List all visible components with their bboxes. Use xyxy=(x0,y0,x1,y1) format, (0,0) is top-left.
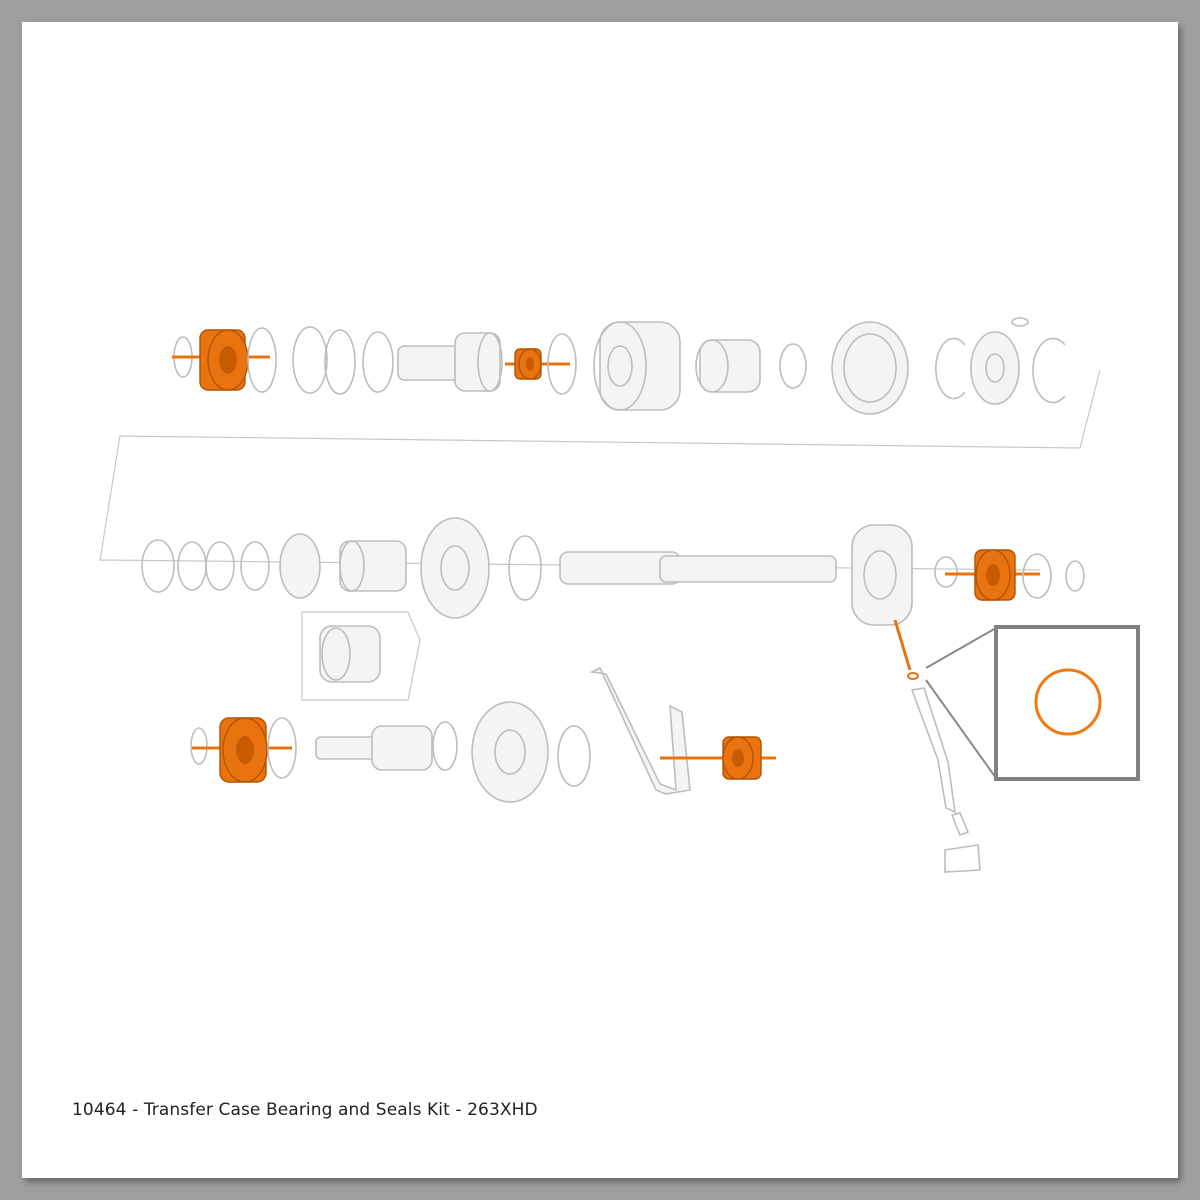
snap-ring xyxy=(190,727,208,765)
product-caption: 10464 - Transfer Case Bearing and Seals … xyxy=(72,1100,538,1120)
highlighted-bearing-5 xyxy=(722,736,762,780)
input-shaft xyxy=(397,332,503,392)
drive-chain xyxy=(589,666,691,795)
washer xyxy=(934,556,958,588)
clutch-sleeve xyxy=(339,540,407,592)
driven-sprocket xyxy=(471,701,549,803)
range-hub xyxy=(970,331,1020,405)
product-card: 10464 - Transfer Case Bearing and Seals … xyxy=(22,22,1178,1178)
highlighted-o-ring xyxy=(907,672,919,680)
seal-ring xyxy=(247,327,277,393)
highlighted-bearing-2 xyxy=(514,348,542,380)
main-shaft xyxy=(559,551,837,585)
o-ring-detail-inset xyxy=(925,625,1140,781)
drive-sprocket xyxy=(420,517,490,619)
sun-gear xyxy=(695,339,761,393)
snap-ring xyxy=(1032,337,1066,404)
snap-ring xyxy=(1022,553,1052,599)
thrust-ring xyxy=(779,343,807,389)
lock-nut xyxy=(279,533,321,599)
bearing-cup xyxy=(177,541,207,591)
highlighted-bearing-3 xyxy=(974,549,1016,601)
row-3-parts xyxy=(190,666,776,803)
spacer xyxy=(205,541,235,591)
snap-ring xyxy=(557,725,591,787)
highlighted-bearing-4 xyxy=(219,717,268,783)
spacer xyxy=(324,329,356,395)
seal-ring xyxy=(267,717,297,779)
assembly-guide-line xyxy=(99,369,1101,571)
oil-pickup-tube xyxy=(893,619,981,873)
row-1-parts xyxy=(172,317,1066,415)
retaining-ring xyxy=(240,541,270,591)
highlighted-o-ring xyxy=(1034,668,1102,736)
exploded-parts-diagram xyxy=(99,317,1140,873)
front-output-shaft xyxy=(315,721,458,771)
seal-ring xyxy=(1065,560,1085,592)
highlighted-bearing-1 xyxy=(199,329,249,391)
thrust-washer xyxy=(292,326,328,394)
retaining-ring xyxy=(362,331,394,393)
bearing-cone xyxy=(141,539,175,593)
oil-pump-housing xyxy=(851,524,913,626)
sub-assembly-frame xyxy=(301,611,421,701)
sub-assembly-clutch-hub xyxy=(319,625,381,683)
snap-ring xyxy=(508,535,542,601)
planetary-carrier xyxy=(593,321,681,411)
annulus-gear xyxy=(831,321,909,415)
snap-ring xyxy=(547,333,577,395)
clip xyxy=(1011,317,1029,327)
snap-ring xyxy=(935,337,966,400)
row-2-parts xyxy=(141,517,1085,683)
